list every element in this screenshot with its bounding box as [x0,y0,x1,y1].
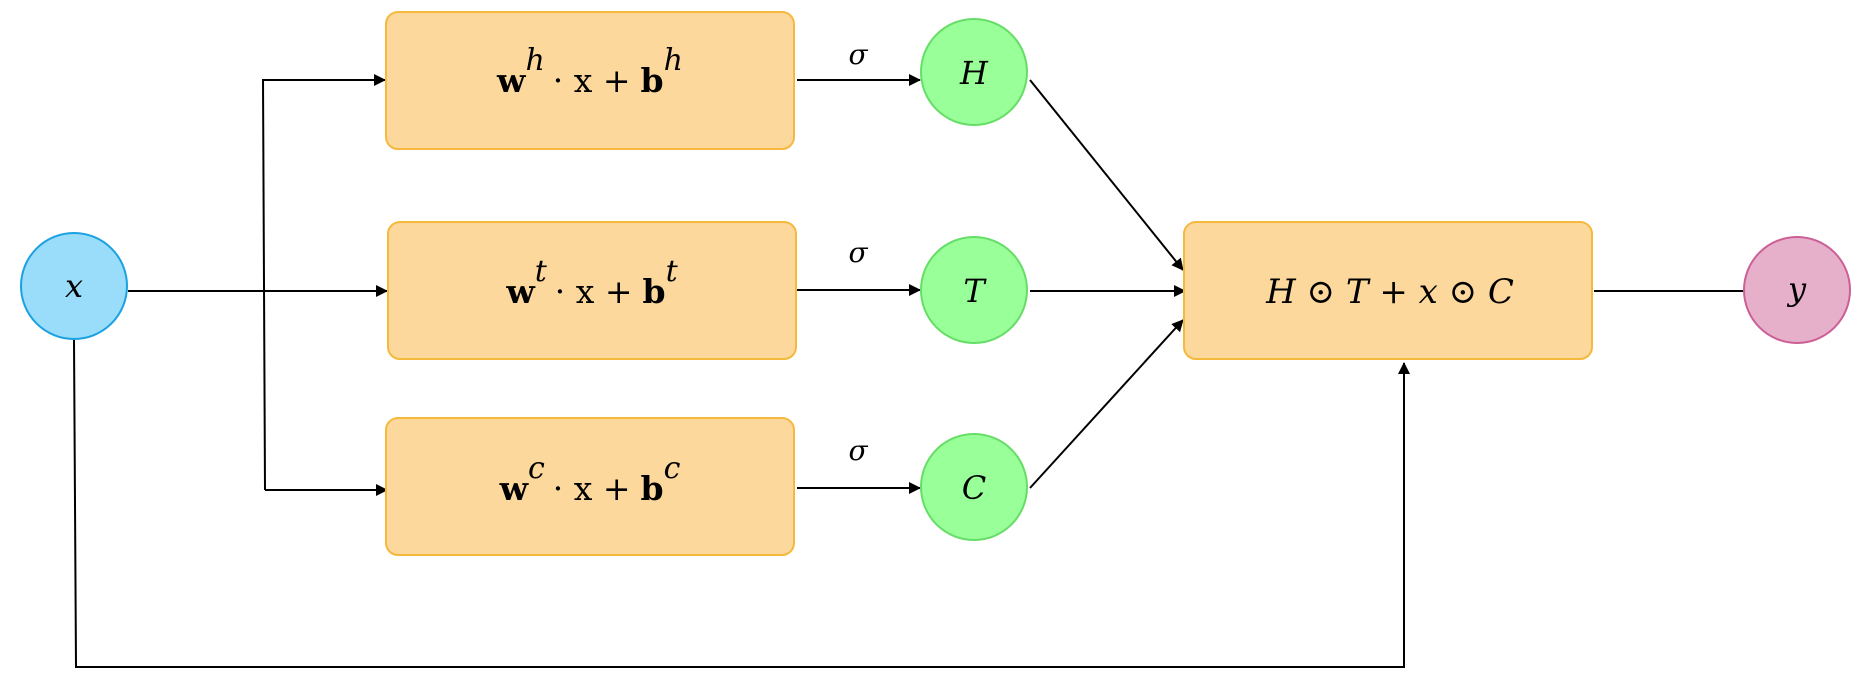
weight-superscript: h [525,43,544,78]
bias-superscript: h [664,43,683,78]
weight-symbol: w [499,469,530,508]
bias-symbol: b [641,61,664,100]
gate-node-T-circle [920,236,1028,344]
weight-symbol: w [505,272,536,311]
activation-sigma-h: σ [848,38,868,71]
weight-symbol: w [496,61,527,100]
input-node-circle [20,232,128,340]
output-node-circle [1743,236,1851,344]
edge-H-to-combine [1029,79,1184,271]
box-h-formula: wh· x +bh [496,43,683,100]
weight-superscript: t [535,254,548,289]
bias-superscript: t [666,254,679,289]
bias-symbol: b [641,469,664,508]
gate-node-H-label: H [959,54,989,92]
box-h-middle: · x + [553,61,631,100]
input-node: x [20,232,128,340]
box-combine: H ⊙ T + x ⊙ C [1183,221,1593,360]
bias-symbol: b [643,272,666,311]
edge-skip-x-to-combine [73,339,1410,668]
box-h: wh· x +bh [385,11,795,150]
activation-sigma-c: σ [848,434,868,467]
box-c-formula: wc· x +bc [499,451,681,508]
box-t-formula: wt· x +bt [505,254,678,311]
box-combine-rect [1183,221,1593,360]
activation-sigma-t: σ [848,236,868,269]
connections [73,74,1745,668]
box-c: wc· x +bc [385,417,795,556]
input-node-label: x [65,267,83,305]
box-t-middle: · x + [555,272,633,311]
gate-node-H: H [920,18,1028,126]
box-t-rect [387,221,797,360]
box-c-rect [385,417,795,556]
gate-node-C-circle [920,433,1028,541]
weight-superscript: c [528,451,545,486]
box-c-middle: · x + [553,469,631,508]
box-t: wt· x +bt [387,221,797,360]
combine-formula: H ⊙ T + x ⊙ C [1265,272,1514,312]
gate-node-T-label: T [963,272,987,310]
gate-node-C: C [920,433,1028,541]
gate-node-T: T [920,236,1028,344]
edge-C-to-combine [1029,319,1184,489]
gate-node-C-label: C [962,469,986,507]
output-node: y [1743,236,1851,344]
gate-node-H-circle [920,18,1028,126]
box-h-rect [385,11,795,150]
bias-superscript: c [664,451,681,486]
output-node-label: y [1786,270,1807,308]
edge-branch-bus [262,78,266,491]
